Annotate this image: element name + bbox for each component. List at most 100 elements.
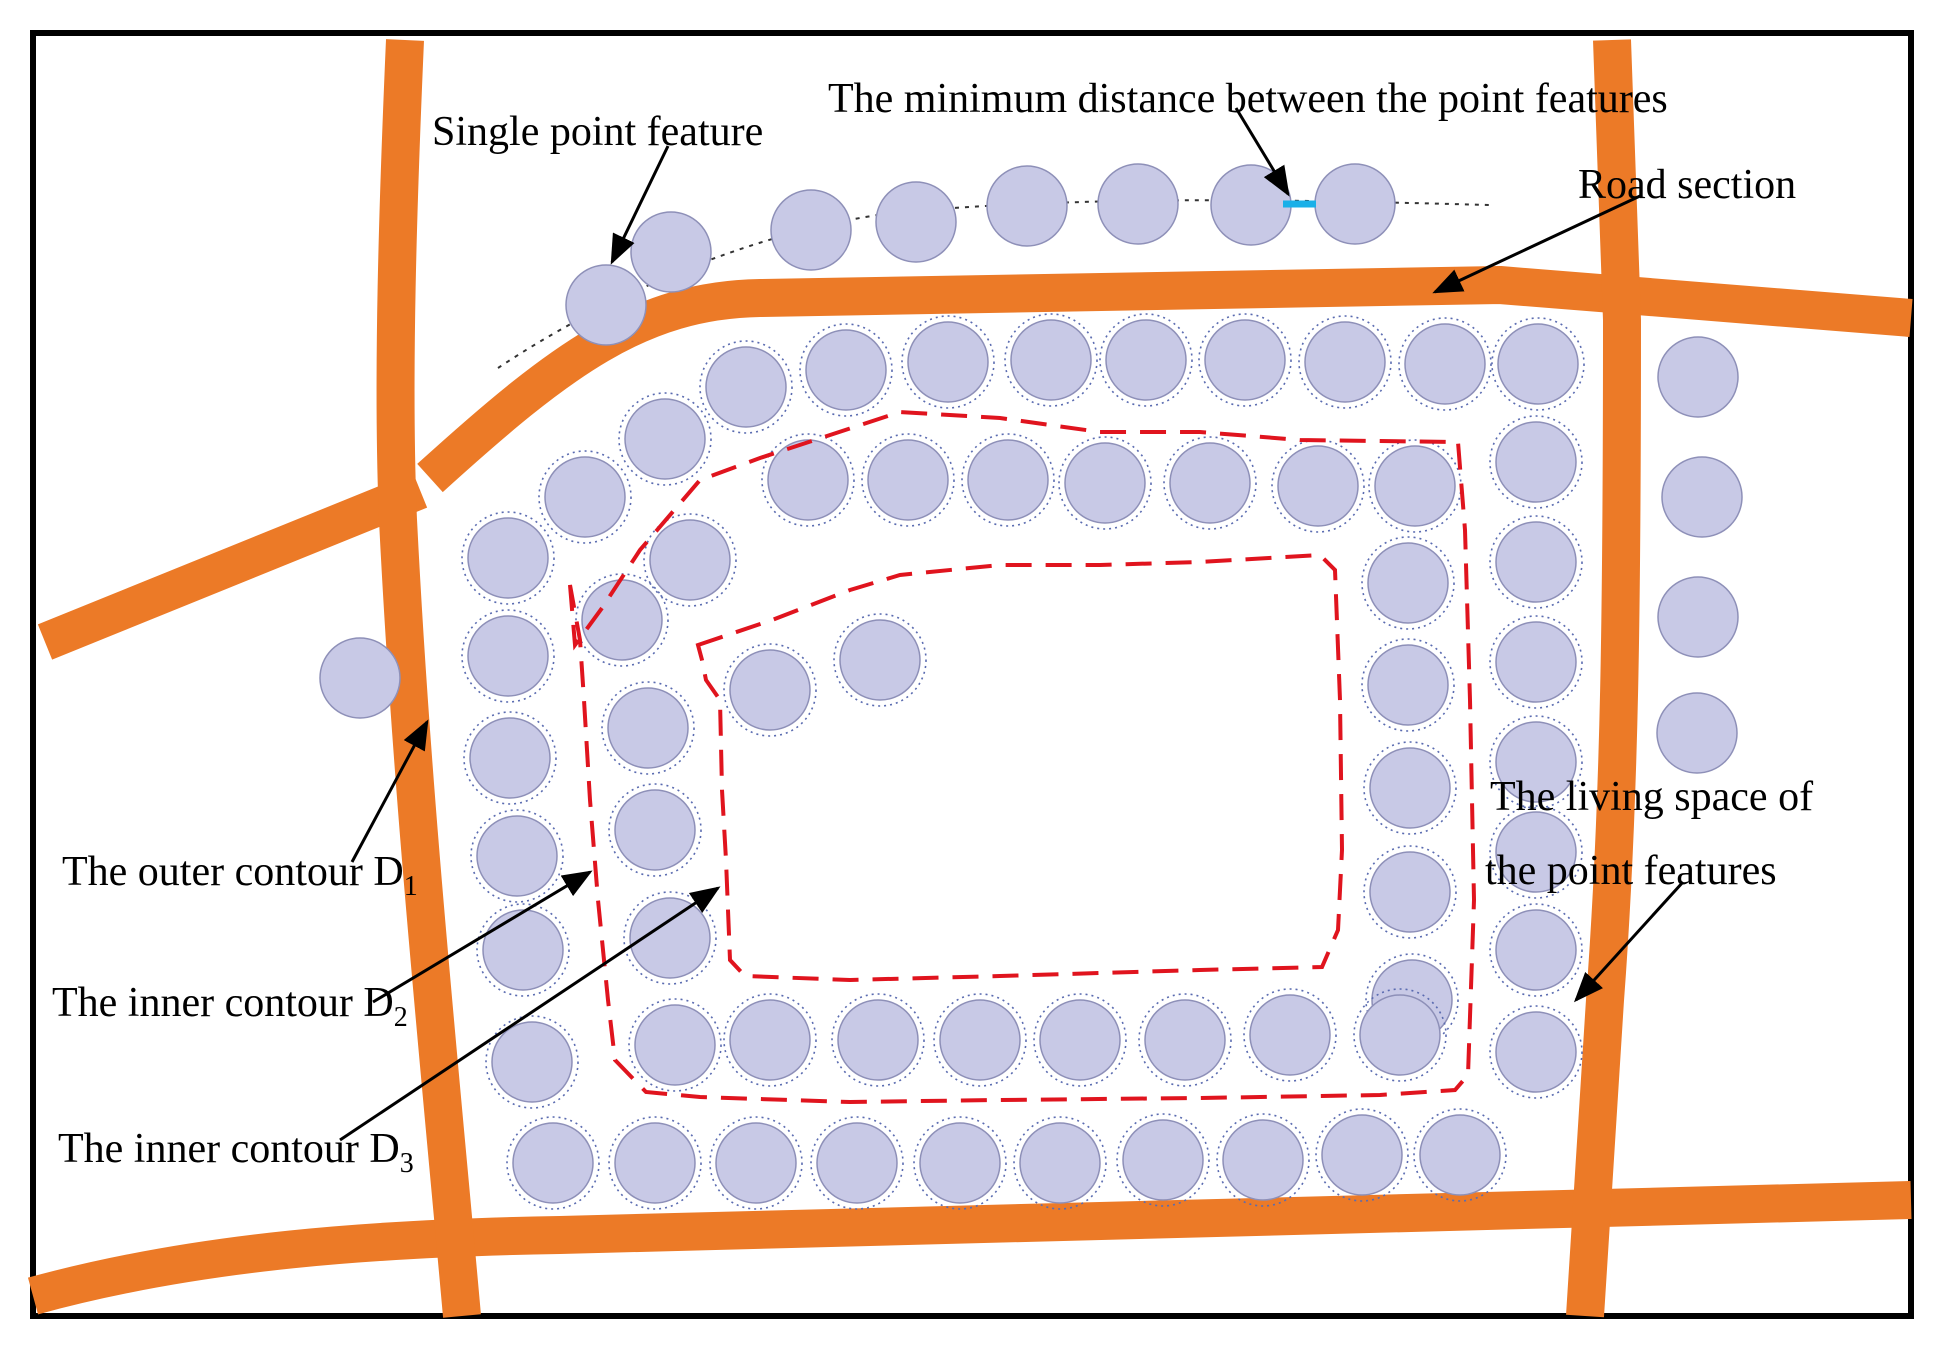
- point-features: [319, 163, 1743, 1210]
- living-space-ring: [1315, 1108, 1409, 1202]
- point-feature: [1144, 999, 1226, 1081]
- point-feature: [907, 321, 989, 403]
- point-feature: [1222, 1119, 1304, 1201]
- point-feature: [629, 897, 711, 979]
- living-space-ring: [1361, 638, 1455, 732]
- point-feature: [614, 789, 696, 871]
- living-space-ring: [1033, 993, 1127, 1087]
- living-space-ring: [1361, 536, 1455, 630]
- point-feature: [1656, 692, 1738, 774]
- living-space-ring: [1163, 436, 1257, 530]
- living-space-ring: [1004, 313, 1098, 407]
- living-space-ring: [1489, 1005, 1583, 1099]
- living-space-ring: [1013, 1116, 1107, 1210]
- arrow-outer-contour: [350, 719, 429, 863]
- living-space-ring: [1363, 845, 1457, 939]
- point-feature: [1064, 442, 1146, 524]
- label-outer-contour-text: The outer contour D: [62, 849, 404, 895]
- label-inner-contour-d2: The inner contour D2: [52, 980, 408, 1033]
- point-feature: [867, 439, 949, 521]
- point-feature: [729, 649, 811, 731]
- road-bottom: [27, 1181, 1912, 1315]
- point-feature: [467, 517, 549, 599]
- label-road-section: Road section: [1578, 162, 1796, 208]
- living-space-ring: [470, 809, 564, 903]
- point-feature: [1304, 321, 1386, 403]
- living-space-ring: [461, 511, 555, 605]
- living-space-ring: [961, 433, 1055, 527]
- point-feature: [1495, 421, 1577, 503]
- point-feature: [1369, 851, 1451, 933]
- living-space-ring: [1298, 315, 1392, 409]
- living-space-ring: [1243, 988, 1337, 1082]
- arrow-single-point: [610, 145, 670, 265]
- label-inner-contour-d3-sub: 3: [400, 1148, 414, 1179]
- point-feature: [837, 999, 919, 1081]
- point-feature: [1321, 1114, 1403, 1196]
- point-feature: [467, 615, 549, 697]
- point-feature: [1404, 323, 1486, 405]
- living-space-ring: [1489, 715, 1583, 809]
- point-feature: [1169, 442, 1251, 524]
- living-space-ring: [1116, 1113, 1210, 1207]
- living-space-ring: [601, 681, 695, 775]
- outer-contour-d1: [568, 409, 1477, 1105]
- point-feature: [967, 439, 1049, 521]
- living-space-ring: [723, 993, 817, 1087]
- living-space-ring: [913, 1116, 1007, 1210]
- living-space-ring: [643, 513, 737, 607]
- point-feature: [875, 181, 957, 263]
- point-feature: [649, 519, 731, 601]
- living-space-ring: [485, 1015, 579, 1109]
- point-feature: [1657, 336, 1739, 418]
- point-feature: [607, 687, 689, 769]
- point-feature: [1367, 644, 1449, 726]
- point-feature: [939, 999, 1021, 1081]
- point-feature: [565, 264, 647, 346]
- point-feature: [1367, 542, 1449, 624]
- point-feature: [491, 1021, 573, 1103]
- living-space-ring: [1099, 313, 1193, 407]
- point-feature: [705, 346, 787, 428]
- point-feature: [319, 637, 401, 719]
- living-space-ring: [1216, 1113, 1310, 1207]
- point-feature: [715, 1122, 797, 1204]
- point-feature: [614, 1122, 696, 1204]
- point-feature: [630, 211, 712, 293]
- label-inner-contour-d3: The inner contour D3: [58, 1126, 414, 1179]
- arrow-road-section: [1432, 194, 1641, 294]
- label-inner-contour-d2-text: The inner contour D: [52, 980, 394, 1026]
- label-inner-contour-d3-text: The inner contour D: [58, 1126, 400, 1172]
- point-feature: [1374, 445, 1456, 527]
- point-feature: [634, 1004, 716, 1086]
- point-feature: [770, 189, 852, 271]
- point-feature: [805, 329, 887, 411]
- point-feature: [476, 815, 558, 897]
- living-space-ring: [1489, 615, 1583, 709]
- living-space-ring: [861, 433, 955, 527]
- point-feature: [482, 909, 564, 991]
- arrow-inner-contour-d3: [339, 886, 721, 1142]
- label-living-space-line1: The living space of: [1490, 774, 1813, 820]
- label-single-point-feature: Single point feature: [432, 109, 763, 155]
- living-space-ring: [1058, 436, 1152, 530]
- point-feature: [624, 398, 706, 480]
- point-feature: [1661, 456, 1743, 538]
- living-space-ring: [608, 1116, 702, 1210]
- living-space-ring: [761, 433, 855, 527]
- living-space-ring: [1398, 317, 1492, 411]
- road-left-vertical: [376, 39, 481, 1318]
- living-space-ring: [933, 993, 1027, 1087]
- living-space-ring: [618, 392, 712, 486]
- arrow-min-distance: [1234, 107, 1290, 197]
- living-space-ring: [1413, 1108, 1507, 1202]
- living-space-ring: [463, 711, 557, 805]
- point-feature: [1497, 323, 1579, 405]
- living-space-ring: [831, 993, 925, 1087]
- annotation-arrows: [339, 107, 1685, 1142]
- label-minimum-distance: The minimum distance between the point f…: [828, 76, 1668, 122]
- label-outer-contour-sub: 1: [404, 871, 418, 902]
- living-space-ring: [723, 643, 817, 737]
- living-space-ring: [833, 613, 927, 707]
